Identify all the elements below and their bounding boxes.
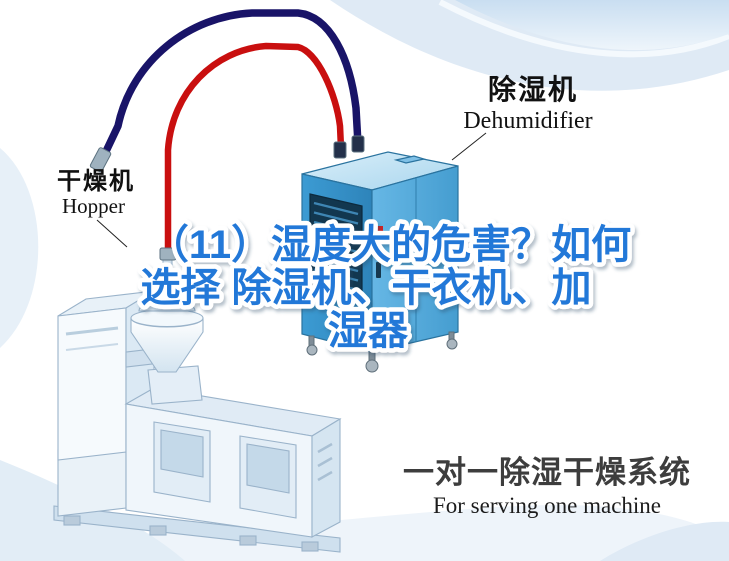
dehumidifier-side-face <box>371 165 459 353</box>
machine-foot <box>63 515 81 526</box>
title-line-1: （11）湿度大的危害？如何 <box>149 223 631 267</box>
hopper-label-en: Hopper <box>62 194 125 218</box>
title-line-2: 选择 除湿机、干衣机、加 <box>140 266 591 310</box>
vent-slats <box>313 201 359 292</box>
bed-vents <box>317 442 333 482</box>
tower-groove <box>65 343 119 351</box>
footer: 一对一除湿干燥系统 For serving one machine <box>403 455 691 518</box>
bed-right <box>311 418 341 538</box>
hopper-pointer-line <box>96 219 128 248</box>
swoosh-top-right-separator <box>438 0 729 58</box>
bed-window-1 <box>160 429 204 478</box>
labels: 除湿机 Dehumidifier 干燥机 Hopper <box>57 73 593 248</box>
dehumidifier-pointer-line <box>451 132 487 161</box>
title: （11）湿度大的危害？如何 选择 除湿机、干衣机、加 湿器 <box>136 219 636 358</box>
hopper-rim <box>130 308 204 328</box>
swoosh-top-right-inner <box>455 0 729 51</box>
swoosh-bottom-wave <box>0 505 729 561</box>
supply-air-pipe-red <box>164 42 345 252</box>
bed-window-2 <box>246 443 290 494</box>
hopper-label-zh: 干燥机 <box>57 168 135 195</box>
machine-foot <box>301 541 319 552</box>
dehumidifier-label-zh: 除湿机 <box>488 73 578 105</box>
dehumidifier-port-right <box>351 135 365 153</box>
molding-machine <box>53 257 342 553</box>
machine-foot <box>149 525 167 536</box>
top-box <box>393 155 427 164</box>
indicator-light <box>377 226 383 232</box>
pipes <box>89 9 365 261</box>
return-air-pipe-navy <box>96 9 362 166</box>
dehumidifier-label-en: Dehumidifier <box>463 108 592 134</box>
footer-title-zh: 一对一除湿干燥系统 <box>403 455 691 490</box>
door-handle <box>376 262 381 278</box>
pipe-connectors <box>89 135 365 261</box>
pipe-connector <box>159 247 177 261</box>
footer-subtitle-en: For serving one machine <box>433 493 661 518</box>
dehumidifier-port-left <box>333 141 347 159</box>
pipe-flange <box>89 147 112 173</box>
title-line-3: 湿器 <box>328 309 409 353</box>
swoosh-bottom-right <box>600 521 729 561</box>
dehumidifier-machine <box>301 151 459 373</box>
machine-foot <box>239 535 257 546</box>
swoosh-left <box>0 148 39 348</box>
casters <box>306 331 458 373</box>
hopper-pedestal <box>147 365 203 405</box>
tower-groove <box>65 326 119 336</box>
